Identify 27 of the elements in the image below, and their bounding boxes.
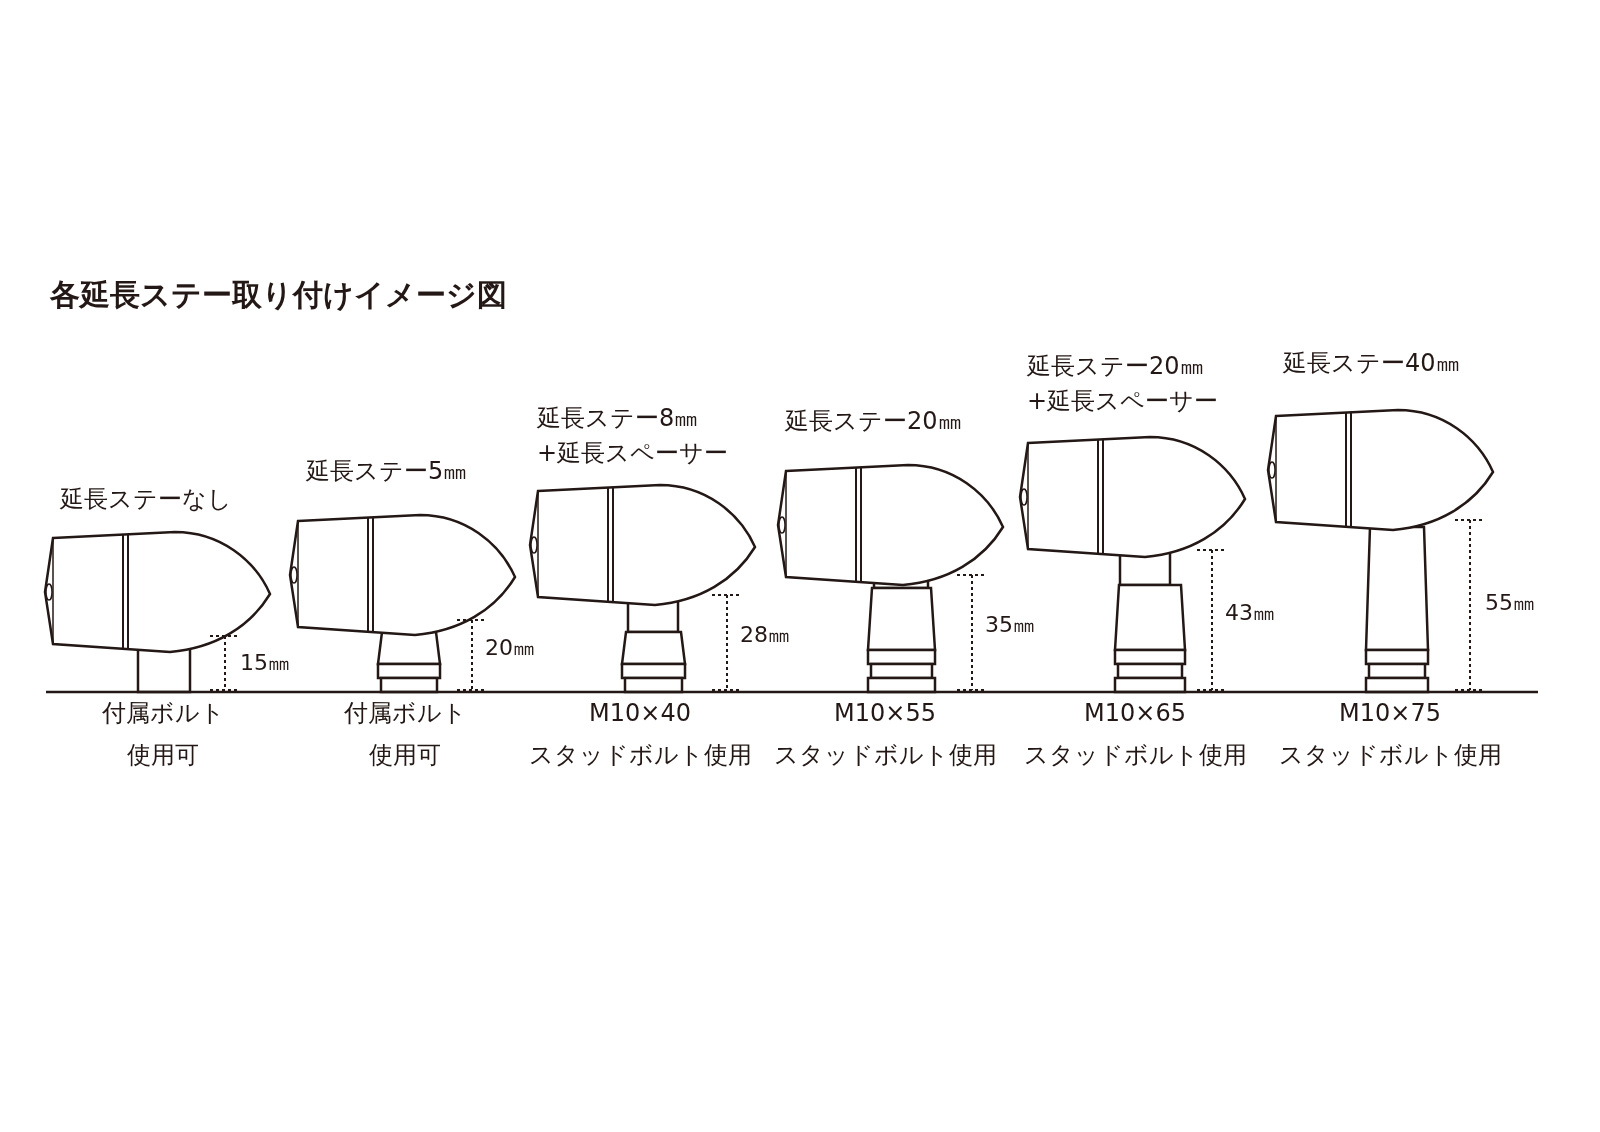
dimension-label: 20㎜ (485, 635, 535, 661)
part-caption: +延長スペーサー (1027, 388, 1219, 416)
bolt-label: スタッドボルト使用 (773, 742, 997, 770)
part-caption: 延長ステー5㎜ (306, 458, 468, 486)
bolt-label: スタッドボルト使用 (1023, 742, 1247, 770)
part-caption: 延長ステーなし (60, 486, 232, 514)
bolt-label: 付属ボルト (343, 700, 467, 728)
part-caption: 延長ステー20㎜ (1027, 353, 1204, 381)
part-caption: 延長ステー20㎜ (785, 408, 962, 436)
dimension-label: 35㎜ (985, 612, 1035, 638)
bolt-label: スタッドボルト使用 (1278, 742, 1502, 770)
title: 各延長ステー取り付けイメージ図 (50, 278, 507, 313)
bolt-label: 使用可 (369, 742, 441, 770)
bolt-label: M10×55 (834, 700, 936, 728)
dimension-label: 55㎜ (1485, 590, 1535, 616)
part-caption: +延長スペーサー (537, 440, 729, 468)
bolt-label: M10×65 (1084, 700, 1186, 728)
bolt-label: M10×40 (589, 700, 691, 728)
part-caption: 延長ステー40㎜ (1283, 350, 1460, 378)
dimension-label: 15㎜ (240, 650, 290, 676)
bolt-label: 付属ボルト (101, 700, 225, 728)
bolt-label: M10×75 (1339, 700, 1441, 728)
bolt-label: スタッドボルト使用 (528, 742, 752, 770)
dimension-label: 28㎜ (740, 622, 790, 648)
bolt-label: 使用可 (127, 742, 199, 770)
part-caption: 延長ステー8㎜ (537, 405, 699, 433)
dimension-label: 43㎜ (1225, 600, 1275, 626)
